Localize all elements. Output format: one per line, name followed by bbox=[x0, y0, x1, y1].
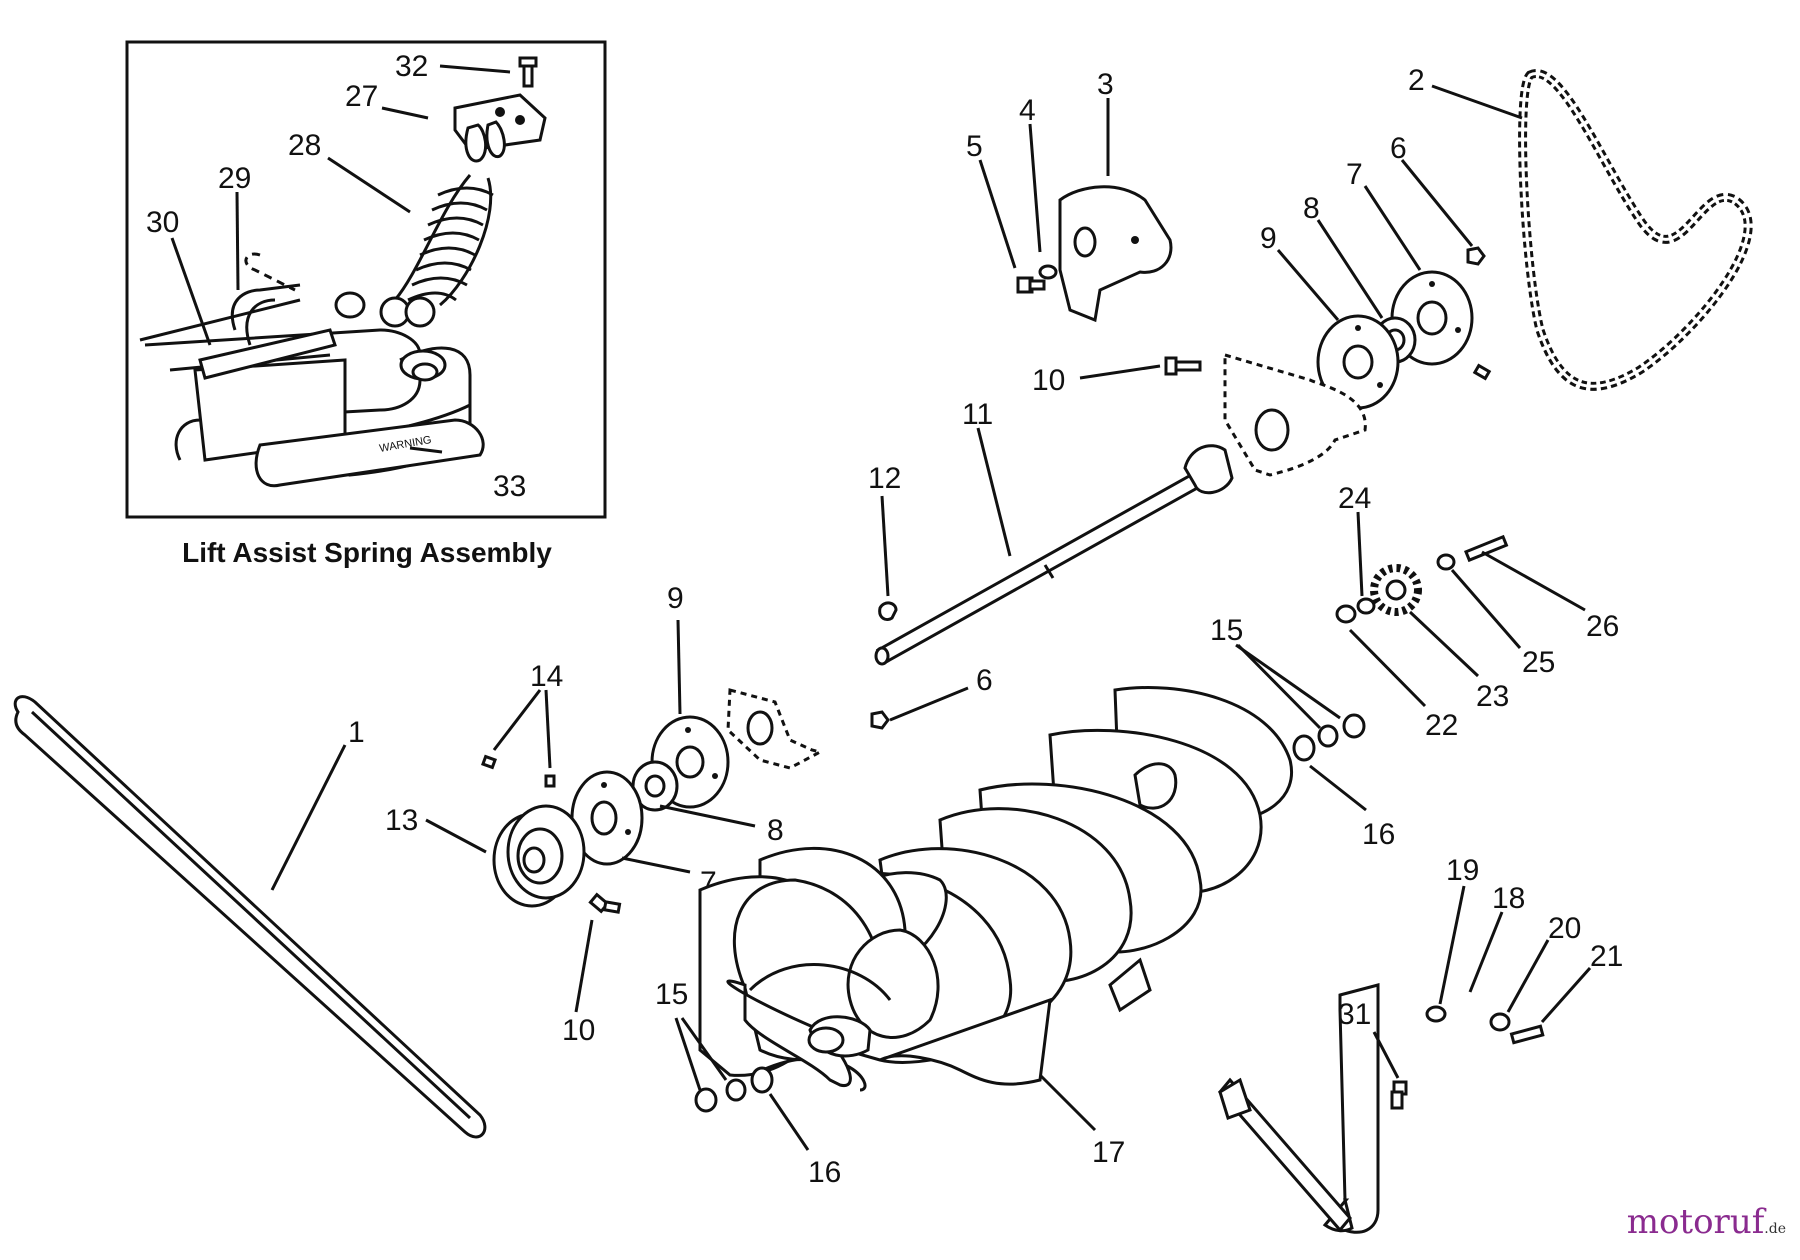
bolt-32 bbox=[518, 56, 538, 88]
callout-23: 23 bbox=[1476, 680, 1509, 713]
sprocket-23 bbox=[1370, 564, 1422, 616]
spacer-15-right-a bbox=[1342, 713, 1366, 739]
bolt-5 bbox=[1016, 276, 1046, 294]
callout-24: 24 bbox=[1338, 482, 1371, 515]
callout-1: 1 bbox=[348, 716, 365, 749]
washer-4 bbox=[1038, 264, 1058, 280]
callout-21: 21 bbox=[1590, 940, 1623, 973]
spacer-15-right-b bbox=[1317, 724, 1339, 748]
bolt-26 bbox=[1464, 534, 1509, 563]
nut-20 bbox=[1489, 1012, 1511, 1032]
auger-17 bbox=[698, 686, 1294, 1092]
callout-17: 17 bbox=[1092, 1136, 1125, 1169]
lift-spring bbox=[393, 174, 494, 307]
bolt-10-left bbox=[588, 892, 622, 914]
washer-19 bbox=[1425, 1005, 1447, 1023]
watermark-suffix: .de bbox=[1764, 1221, 1786, 1237]
callout-19: 19 bbox=[1446, 854, 1479, 887]
callout-29: 29 bbox=[218, 162, 251, 195]
callout-16-right: 16 bbox=[1362, 818, 1395, 851]
spacer-15-left-a bbox=[694, 1087, 718, 1113]
drive-chain bbox=[1518, 69, 1753, 391]
bolt-21 bbox=[1509, 1024, 1545, 1045]
auger-shaft bbox=[874, 444, 1234, 666]
callout-4: 4 bbox=[1019, 94, 1036, 127]
callout-18: 18 bbox=[1492, 882, 1525, 915]
callout-10-right: 10 bbox=[1032, 364, 1065, 397]
chain-shield bbox=[1058, 185, 1173, 323]
callout-9-left: 9 bbox=[667, 582, 684, 615]
callout-16-left: 16 bbox=[808, 1156, 841, 1189]
callout-10-left: 10 bbox=[562, 1014, 595, 1047]
callout-2: 2 bbox=[1408, 64, 1425, 97]
left-side-plate bbox=[726, 688, 825, 770]
v-belt bbox=[13, 695, 487, 1139]
callout-22: 22 bbox=[1425, 709, 1458, 742]
callout-33: 33 bbox=[493, 470, 526, 503]
callout-12: 12 bbox=[868, 462, 901, 495]
washer-25 bbox=[1436, 553, 1456, 571]
bolt-31 bbox=[1390, 1080, 1408, 1110]
callout-14: 14 bbox=[530, 660, 563, 693]
bolt-10-right bbox=[1164, 356, 1202, 376]
callout-30: 30 bbox=[146, 206, 179, 239]
inset-lift-assist: WARNING 32 27 28 29 30 33 bbox=[125, 40, 607, 519]
callout-3: 3 bbox=[1097, 68, 1114, 101]
callout-8-right: 8 bbox=[1303, 192, 1320, 225]
callout-9-right: 9 bbox=[1260, 222, 1277, 255]
callout-7-right: 7 bbox=[1346, 158, 1363, 191]
callout-31: 31 bbox=[1338, 998, 1371, 1031]
callout-28: 28 bbox=[288, 129, 321, 162]
inset-caption: Lift Assist Spring Assembly bbox=[182, 537, 552, 568]
callout-26: 26 bbox=[1586, 610, 1619, 643]
watermark-logo: motoruf.de bbox=[1627, 1202, 1786, 1242]
washer-24 bbox=[1356, 597, 1376, 615]
callout-8-left: 8 bbox=[767, 814, 784, 847]
lift-lever bbox=[198, 252, 436, 380]
callout-6-right: 6 bbox=[1390, 132, 1407, 165]
right-bearing-flange-9 bbox=[1316, 314, 1400, 410]
right-side-plate bbox=[1223, 352, 1367, 477]
callout-25: 25 bbox=[1522, 646, 1555, 679]
nut-22 bbox=[1335, 604, 1357, 624]
bearing-16-right bbox=[1292, 734, 1316, 762]
inset-frame bbox=[125, 40, 607, 519]
spring-bracket bbox=[453, 93, 547, 163]
nut-6-left bbox=[870, 710, 890, 730]
watermark-name: motoruf bbox=[1626, 1202, 1765, 1242]
callout-5: 5 bbox=[966, 130, 983, 163]
callout-32: 32 bbox=[395, 50, 428, 83]
handle-frame: WARNING bbox=[139, 298, 485, 488]
spacer-15-left-b bbox=[725, 1078, 747, 1102]
callout-13: 13 bbox=[385, 804, 418, 837]
bearing-16-left bbox=[750, 1066, 774, 1094]
setscrew-right bbox=[1472, 363, 1492, 381]
scraper-bracket bbox=[1218, 983, 1380, 1234]
callout-15-right: 15 bbox=[1210, 614, 1243, 647]
callout-11: 11 bbox=[962, 398, 993, 431]
callout-15-left: 15 bbox=[655, 978, 688, 1011]
callout-27: 27 bbox=[345, 80, 378, 113]
pulley-13 bbox=[492, 804, 586, 908]
key-12 bbox=[878, 601, 898, 622]
callout-6-left: 6 bbox=[976, 664, 993, 697]
nut-6-right bbox=[1466, 246, 1486, 266]
setscrews-14 bbox=[481, 754, 556, 788]
callout-20: 20 bbox=[1548, 912, 1581, 945]
warning-grip bbox=[254, 418, 485, 488]
